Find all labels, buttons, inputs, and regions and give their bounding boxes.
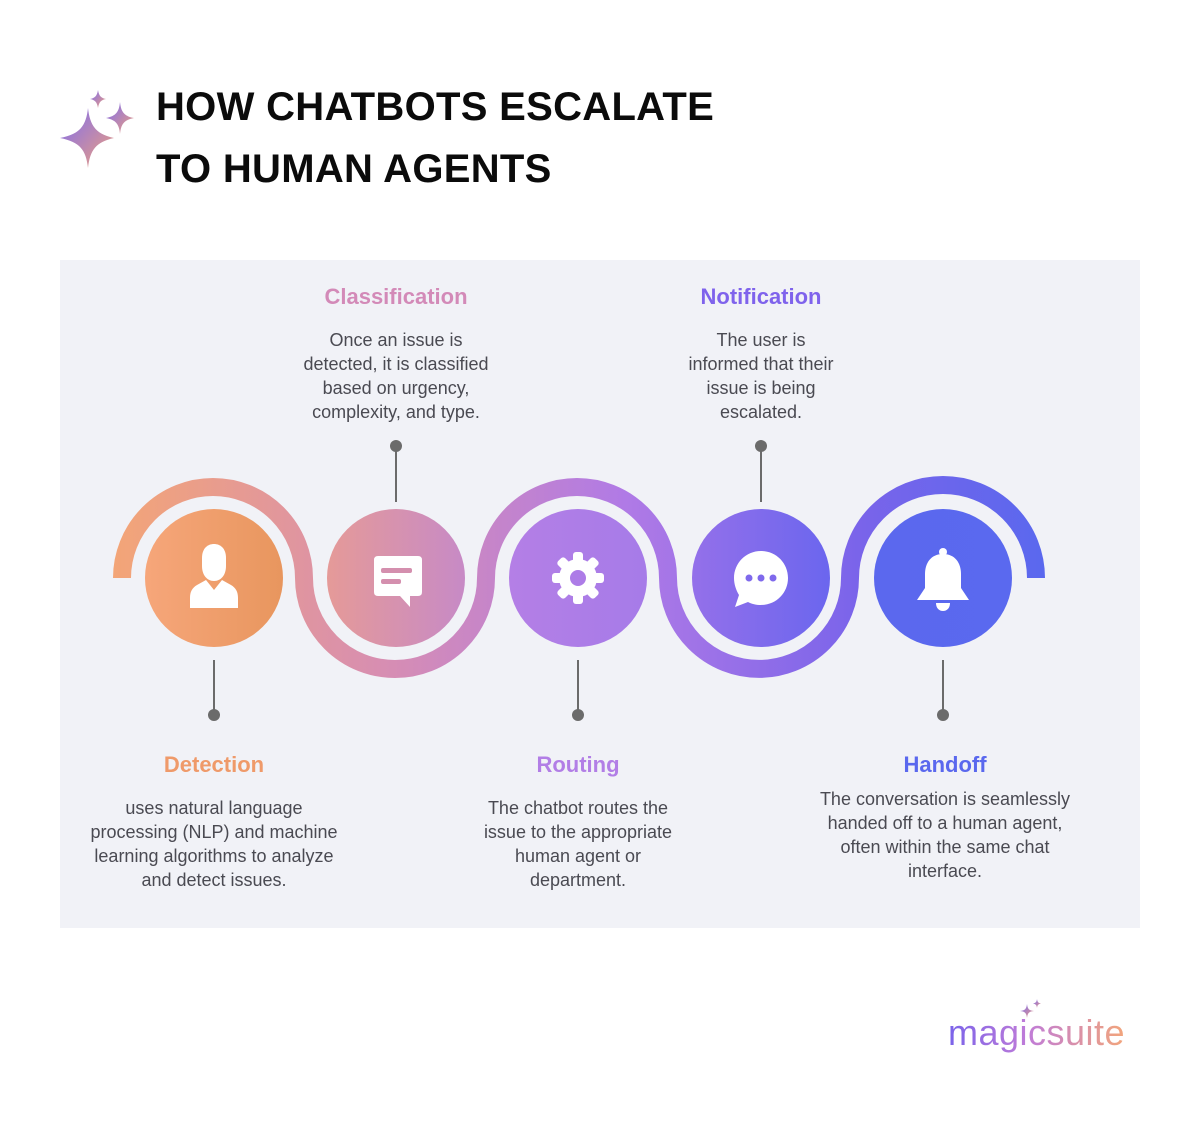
desc-line: interface. <box>907 861 983 881</box>
desc-line: issue to the appropriate <box>483 822 673 842</box>
desc-line: and detect issues. <box>141 870 287 890</box>
step-description-routing: The chatbot routes the issue to the appr… <box>428 796 728 892</box>
logo-text: magicsuite <box>948 1012 1126 1053</box>
step-title-routing: Routing <box>536 752 620 777</box>
step-description-notification: The user is informed that their issue is… <box>611 328 911 424</box>
page-title: HOW CHATBOTS ESCALATE TO HUMAN AGENTS <box>156 76 714 200</box>
sparkles-icon <box>60 90 134 168</box>
desc-line: department. <box>529 870 627 890</box>
step-title-notification: Notification <box>700 284 822 309</box>
desc-line: detected, it is classified <box>303 354 489 374</box>
step-description-handoff: The conversation is seamlessly handed of… <box>795 787 1095 883</box>
step-title-detection: Detection <box>163 752 265 777</box>
desc-line: learning algorithms to analyze <box>94 846 334 866</box>
desc-line: issue is being <box>706 378 816 398</box>
title-line-1: HOW CHATBOTS ESCALATE <box>156 85 715 129</box>
desc-line: escalated. <box>719 402 803 422</box>
desc-line: based on urgency, <box>322 378 470 398</box>
step-description-classification: Once an issue is detected, it is classif… <box>246 328 546 424</box>
desc-line: handed off to a human agent, <box>827 813 1063 833</box>
desc-line: human agent or <box>514 846 642 866</box>
desc-line: Once an issue is <box>329 330 463 350</box>
desc-line: The chatbot routes the <box>487 798 669 818</box>
desc-line: informed that their <box>688 354 834 374</box>
step-description-detection: uses natural language processing (NLP) a… <box>64 796 364 892</box>
step-title-classification: Classification <box>324 284 468 309</box>
desc-line: complexity, and type. <box>312 402 480 422</box>
desc-line: often within the same chat <box>840 837 1050 857</box>
magicsuite-logo: magicsuite <box>948 998 1148 1058</box>
title-line-2: TO HUMAN AGENTS <box>156 147 552 191</box>
step-title-handoff: Handoff <box>903 752 987 777</box>
desc-line: The conversation is seamlessly <box>819 789 1071 809</box>
desc-line: processing (NLP) and machine <box>90 822 338 842</box>
desc-line: uses natural language <box>125 798 303 818</box>
desc-line: The user is <box>716 330 806 350</box>
sparkle-icon <box>1020 999 1041 1018</box>
